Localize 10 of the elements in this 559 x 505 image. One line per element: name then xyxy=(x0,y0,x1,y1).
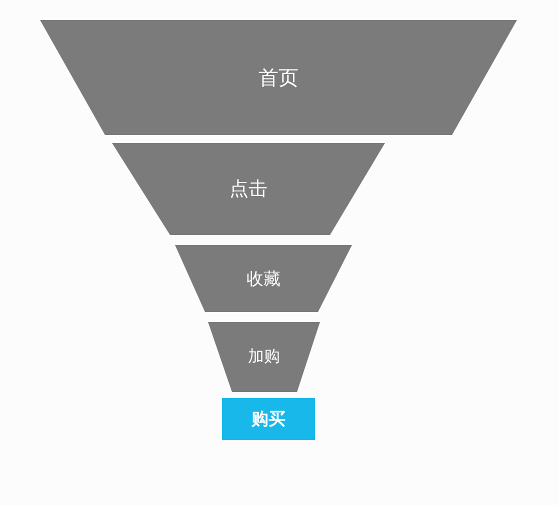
funnel-stage xyxy=(112,143,385,235)
stage-label: 收藏 xyxy=(246,268,280,290)
funnel-stage xyxy=(175,245,352,312)
stage-label: 点击 xyxy=(230,177,268,202)
stage-label: 加购 xyxy=(248,346,280,368)
highlight-box xyxy=(222,398,315,440)
funnel-stage xyxy=(208,322,320,392)
stage-label: 购买 xyxy=(252,408,286,430)
stage-label: 首页 xyxy=(258,64,298,91)
funnel-stage xyxy=(40,20,517,135)
